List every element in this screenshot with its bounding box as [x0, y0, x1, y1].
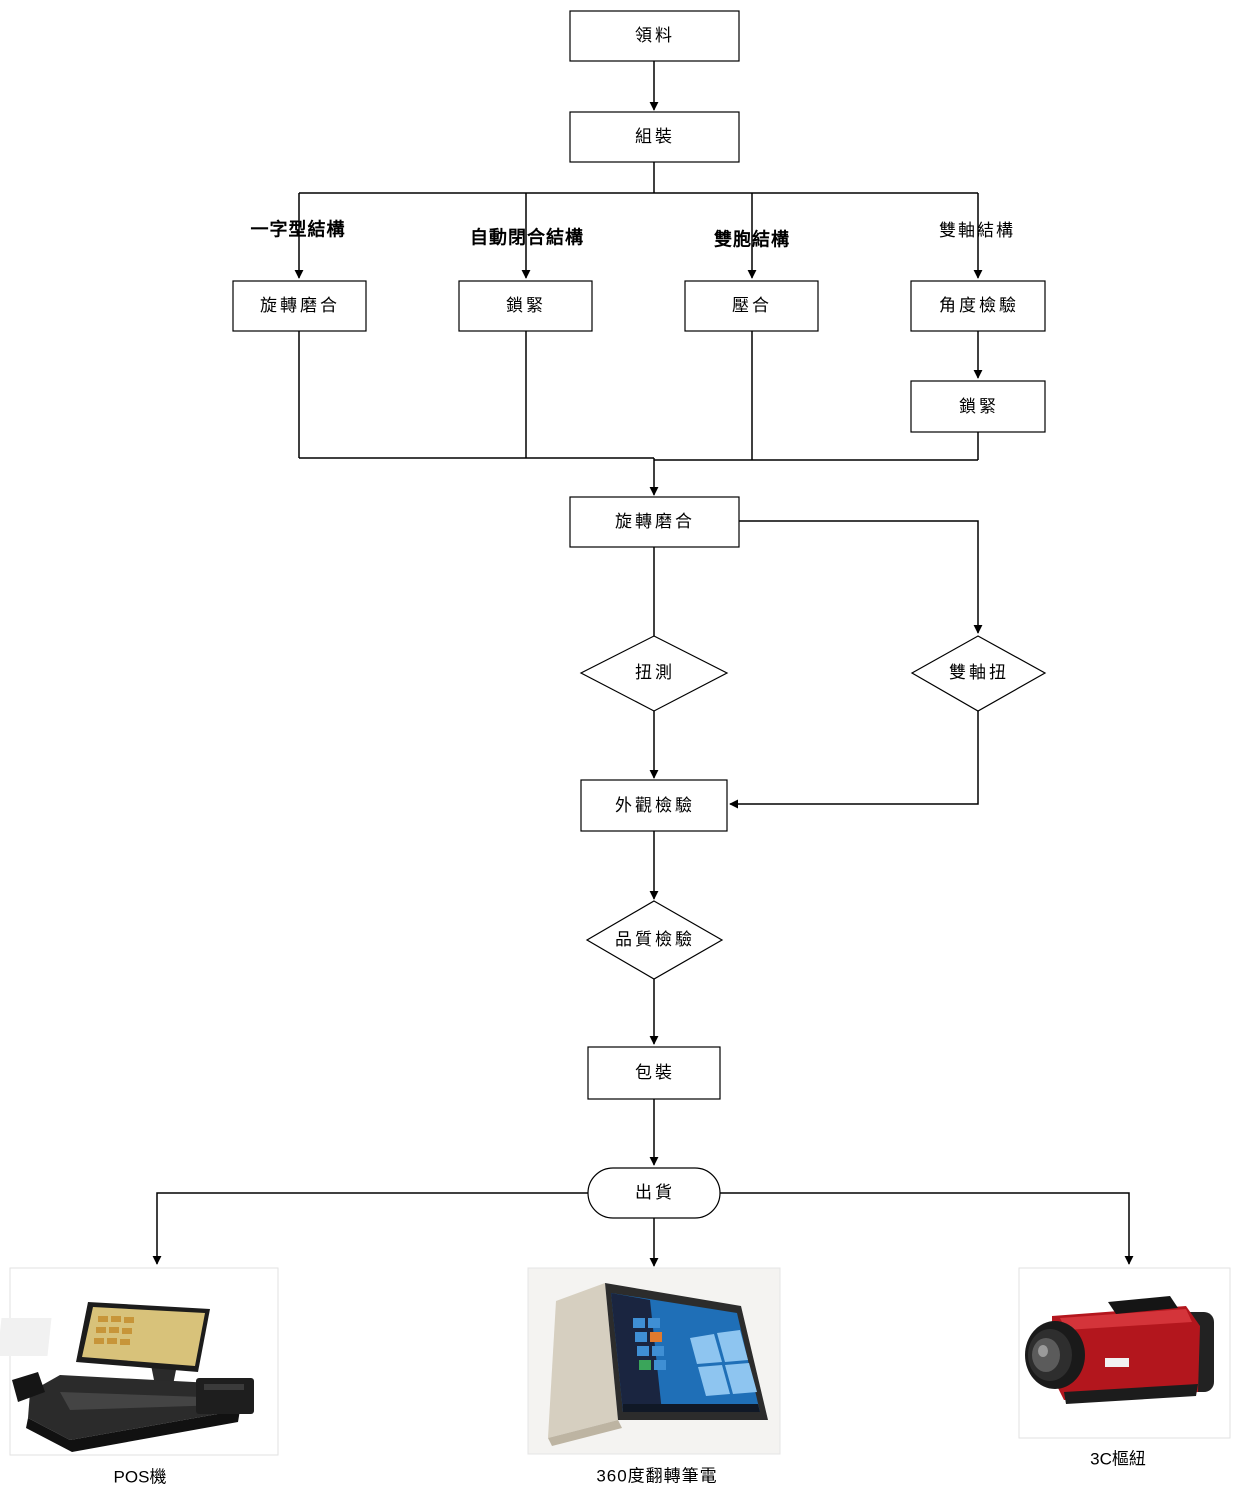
label-dual-axis-structure: 雙軸結構 [939, 221, 1015, 241]
label-visual-inspect: 外觀檢驗 [615, 796, 695, 816]
diamond-torque-test [579, 635, 729, 712]
line-ship-to-pos [152, 1192, 588, 1265]
box-rotate-grind-main [569, 496, 740, 548]
label-packaging: 包裝 [635, 1063, 675, 1083]
caption-camcorder: 3C樞紐 [1090, 1450, 1146, 1469]
box-visual-inspect [580, 779, 728, 832]
caption-pos: POS機 [114, 1468, 167, 1487]
box-rotate-grind-1 [232, 280, 367, 332]
box-lock-1 [458, 280, 593, 332]
label-assemble: 組裝 [635, 127, 675, 147]
box-angle-inspect [910, 280, 1046, 332]
label-twin-structure: 雙胞結構 [714, 229, 790, 251]
label-rotate-grind-1: 旋轉磨合 [260, 296, 340, 316]
label-angle-inspect: 角度檢驗 [939, 296, 1019, 316]
box-lock-2 [910, 380, 1046, 433]
line-dual-torque-to-visual [729, 711, 979, 809]
label-ship: 出貨 [635, 1183, 675, 1203]
pos-terminal-image [0, 1267, 279, 1456]
diamond-quality-inspect [585, 900, 724, 980]
line-grind-to-dual-torque [739, 520, 983, 634]
box-receive-material [569, 10, 740, 62]
label-press-fit: 壓合 [732, 296, 772, 316]
label-lock-2: 鎖緊 [959, 397, 999, 417]
convertible-laptop-image [527, 1267, 781, 1455]
label-lock-1: 鎖緊 [506, 296, 546, 316]
box-packaging [587, 1046, 721, 1100]
line-ship-to-camcorder [720, 1192, 1134, 1265]
label-torque-test: 扭測 [635, 663, 675, 683]
caption-laptop: 360度翻轉筆電 [596, 1467, 717, 1486]
label-auto-close-structure: 自動閉合結構 [470, 227, 584, 249]
label-rotate-grind-main: 旋轉磨合 [615, 512, 695, 532]
label-receive-material: 領料 [635, 26, 675, 46]
terminal-ship [587, 1167, 721, 1219]
camcorder-image [1018, 1267, 1231, 1439]
connectors [152, 61, 1134, 1267]
diamond-dual-axis-torque [910, 635, 1047, 712]
label-quality-inspect: 品質檢驗 [615, 930, 695, 950]
box-assemble [569, 111, 740, 163]
label-straight-structure: 一字型結構 [251, 219, 346, 241]
box-press-fit [684, 280, 819, 332]
label-dual-axis-torque: 雙軸扭 [949, 663, 1009, 683]
